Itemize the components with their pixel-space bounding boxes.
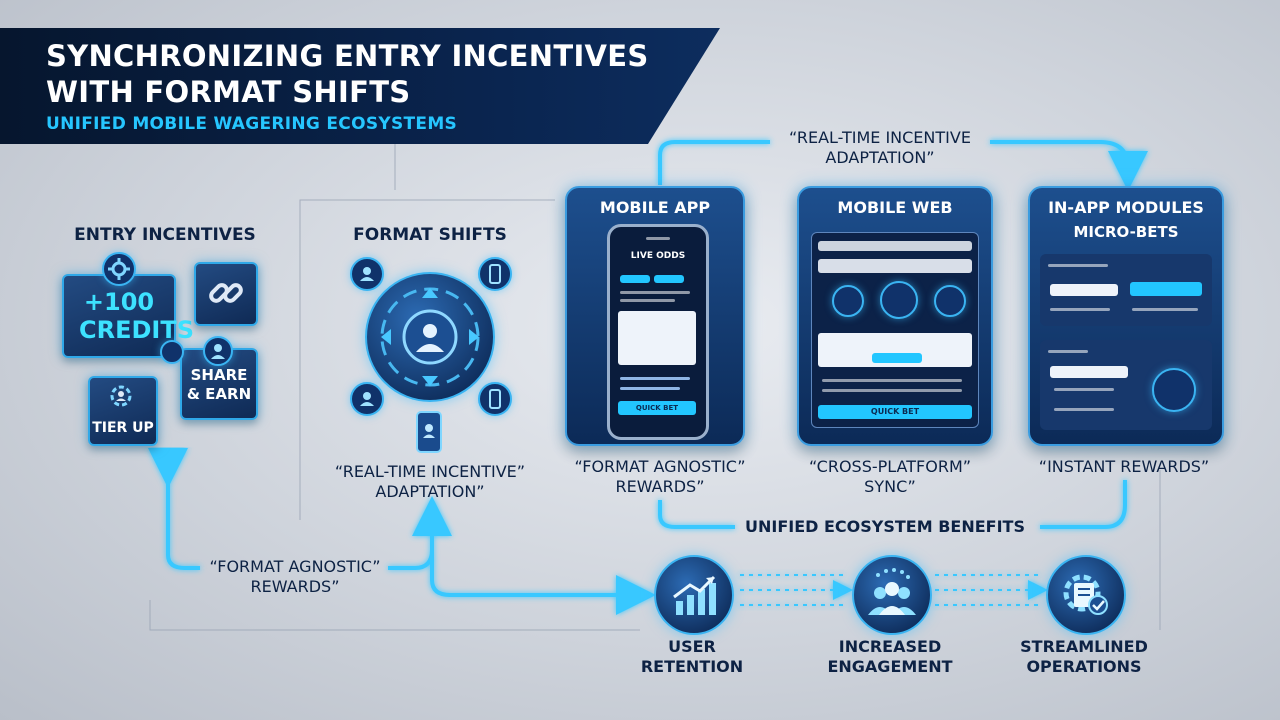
in-app-title: IN-APP MODULES [1048, 198, 1204, 217]
page-title: SYNCHRONIZING ENTRY INCENTIVES WITH FORM… [46, 39, 649, 109]
page-subtitle: UNIFIED MOBILE WAGERING ECOSYSTEMS [46, 114, 458, 134]
phone-icon-top-right [478, 257, 512, 291]
link-icon [209, 283, 243, 303]
tier-gear-icon [106, 381, 136, 411]
user-icon-top-left [350, 257, 384, 291]
benefit-label-operations: STREAMLINED OPERATIONS [1020, 637, 1148, 676]
quick-bet-button[interactable]: QUICK BET [618, 401, 696, 415]
rewards-card [1040, 340, 1212, 430]
mobile-web-title: MOBILE WEB [837, 198, 953, 217]
mobile-web-panel[interactable]: MOBILE WEB QUICK BET [797, 186, 993, 446]
connector-node-icon [160, 340, 184, 364]
in-app-caption: “INSTANT REWARDS” [1038, 457, 1210, 476]
growth-chart-icon [654, 555, 734, 635]
credits-tile[interactable]: +100 CREDITS [62, 274, 194, 358]
link-tile[interactable] [194, 262, 258, 326]
user-icon [203, 336, 233, 366]
tier-up-tile[interactable]: TIER UP [88, 376, 158, 446]
web-quick-bet-button[interactable]: QUICK BET [818, 405, 972, 419]
micro-bets-subtitle: MICRO-BETS [1073, 223, 1179, 241]
title-banner [0, 28, 720, 144]
gear-icon [102, 252, 136, 286]
cycle-gear-icon [380, 287, 480, 387]
entry-incentives-label: ENTRY INCENTIVES [74, 225, 256, 245]
mobile-app-title: MOBILE APP [599, 198, 711, 217]
format-shifts-label: FORMAT SHIFTS [353, 225, 507, 245]
in-app-modules-panel[interactable]: IN-APP MODULES MICRO-BETS [1028, 186, 1224, 446]
top-arrow-caption: “REAL-TIME INCENTIVE ADAPTATION” [789, 128, 971, 167]
browser-mockup: QUICK BET [811, 232, 979, 428]
tier-up-text: TIER UP [92, 420, 154, 436]
mobile-app-caption: “FORMAT AGNOSTIC” REWARDS” [574, 457, 746, 496]
benefit-label-engagement: INCREASED ENGAGEMENT [827, 637, 953, 676]
mobile-app-panel[interactable]: MOBILE APP LIVE ODDS QUICK BET [565, 186, 745, 446]
phone-icon-bottom-right [478, 382, 512, 416]
format-shifts-caption: “REAL-TIME INCENTIVE” ADAPTATION” [334, 462, 526, 501]
live-odds-heading: LIVE ODDS [630, 251, 686, 261]
mobile-web-caption: “CROSS-PLATFORM” SYNC” [808, 457, 972, 496]
phone-user-icon [414, 410, 444, 454]
gear-check-icon [1046, 555, 1126, 635]
share-earn-text: SHARE & EARN [186, 366, 252, 403]
share-earn-tile[interactable]: SHARE & EARN [180, 348, 258, 420]
phone-mockup: LIVE ODDS QUICK BET [607, 224, 709, 440]
benefit-label-retention: USER RETENTION [640, 637, 744, 676]
user-icon-bottom-left [350, 382, 384, 416]
unified-benefits-label: UNIFIED ECOSYSTEM BENEFITS [744, 517, 1025, 536]
format-shift-hub[interactable] [365, 272, 495, 402]
credits-text: +100 CREDITS [79, 288, 194, 344]
micro-bets-card [1040, 254, 1212, 326]
people-group-icon [852, 555, 932, 635]
left-loop-caption: “FORMAT AGNOSTIC” REWARDS” [209, 557, 381, 596]
